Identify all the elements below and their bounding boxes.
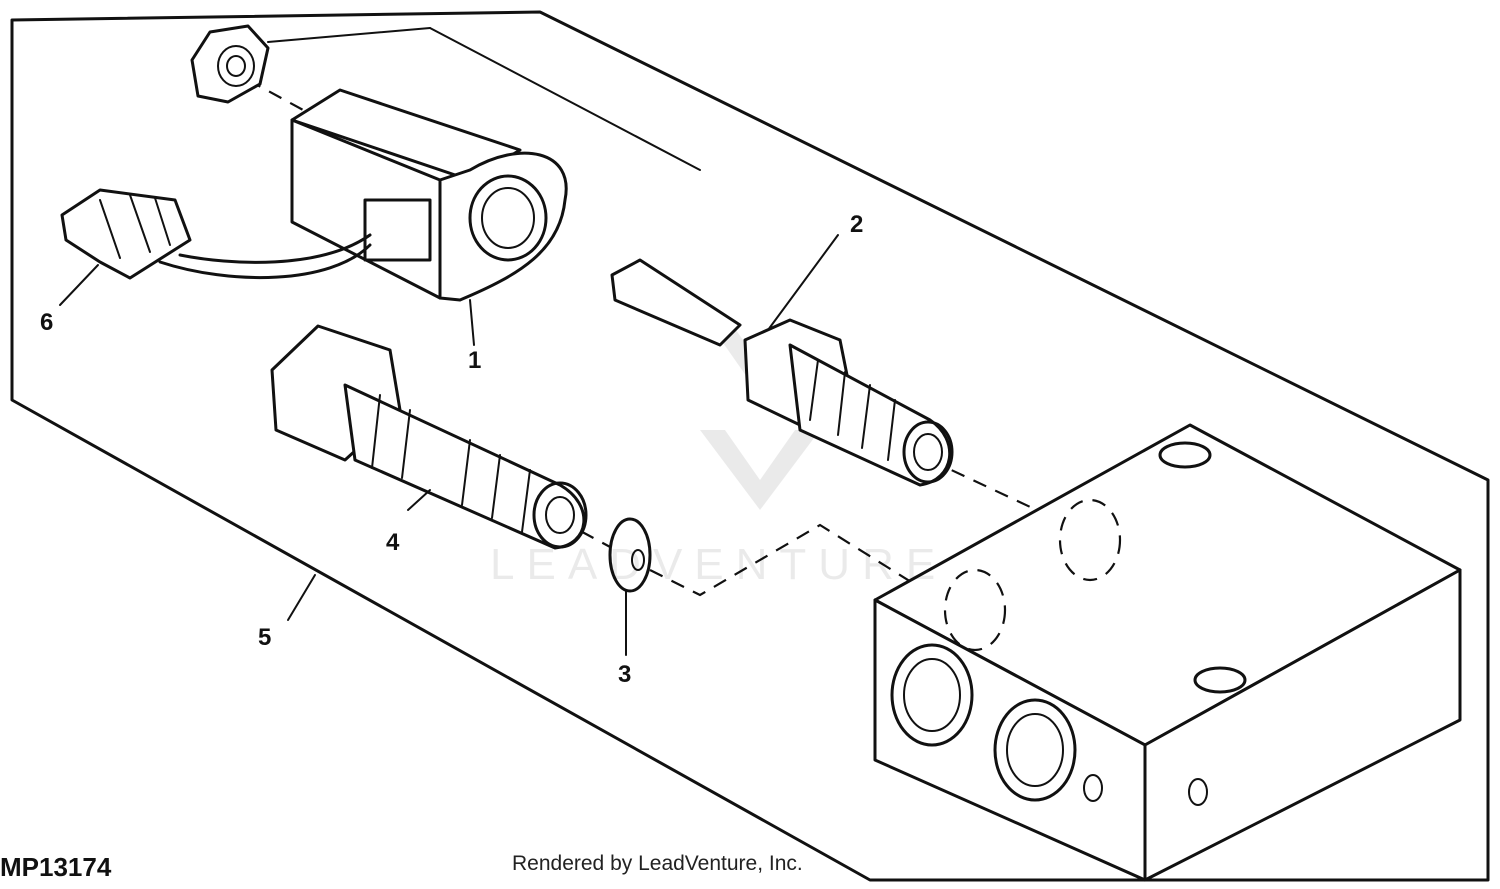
callout-5: 5	[258, 624, 271, 651]
valve-body	[873, 423, 1462, 882]
callout-4: 4	[386, 529, 400, 556]
wire-connector	[60, 188, 372, 280]
callout-1: 1	[468, 347, 481, 374]
credit-text: Rendered by LeadVenture, Inc.	[512, 852, 803, 875]
watermark-text: LEADVENTURE	[490, 540, 948, 589]
solenoid-coil	[290, 88, 568, 302]
cartridge-valve-upper	[610, 258, 954, 487]
callout-3: 3	[618, 661, 631, 688]
callout-6: 6	[40, 309, 53, 336]
callout-2: 2	[850, 211, 863, 238]
figure-id: MP13174	[0, 852, 112, 882]
nut	[190, 24, 701, 171]
washer	[608, 517, 652, 593]
cartridge-valve-lower	[270, 324, 588, 550]
leader-lines	[59, 234, 839, 656]
assembly-outline	[10, 10, 1490, 882]
